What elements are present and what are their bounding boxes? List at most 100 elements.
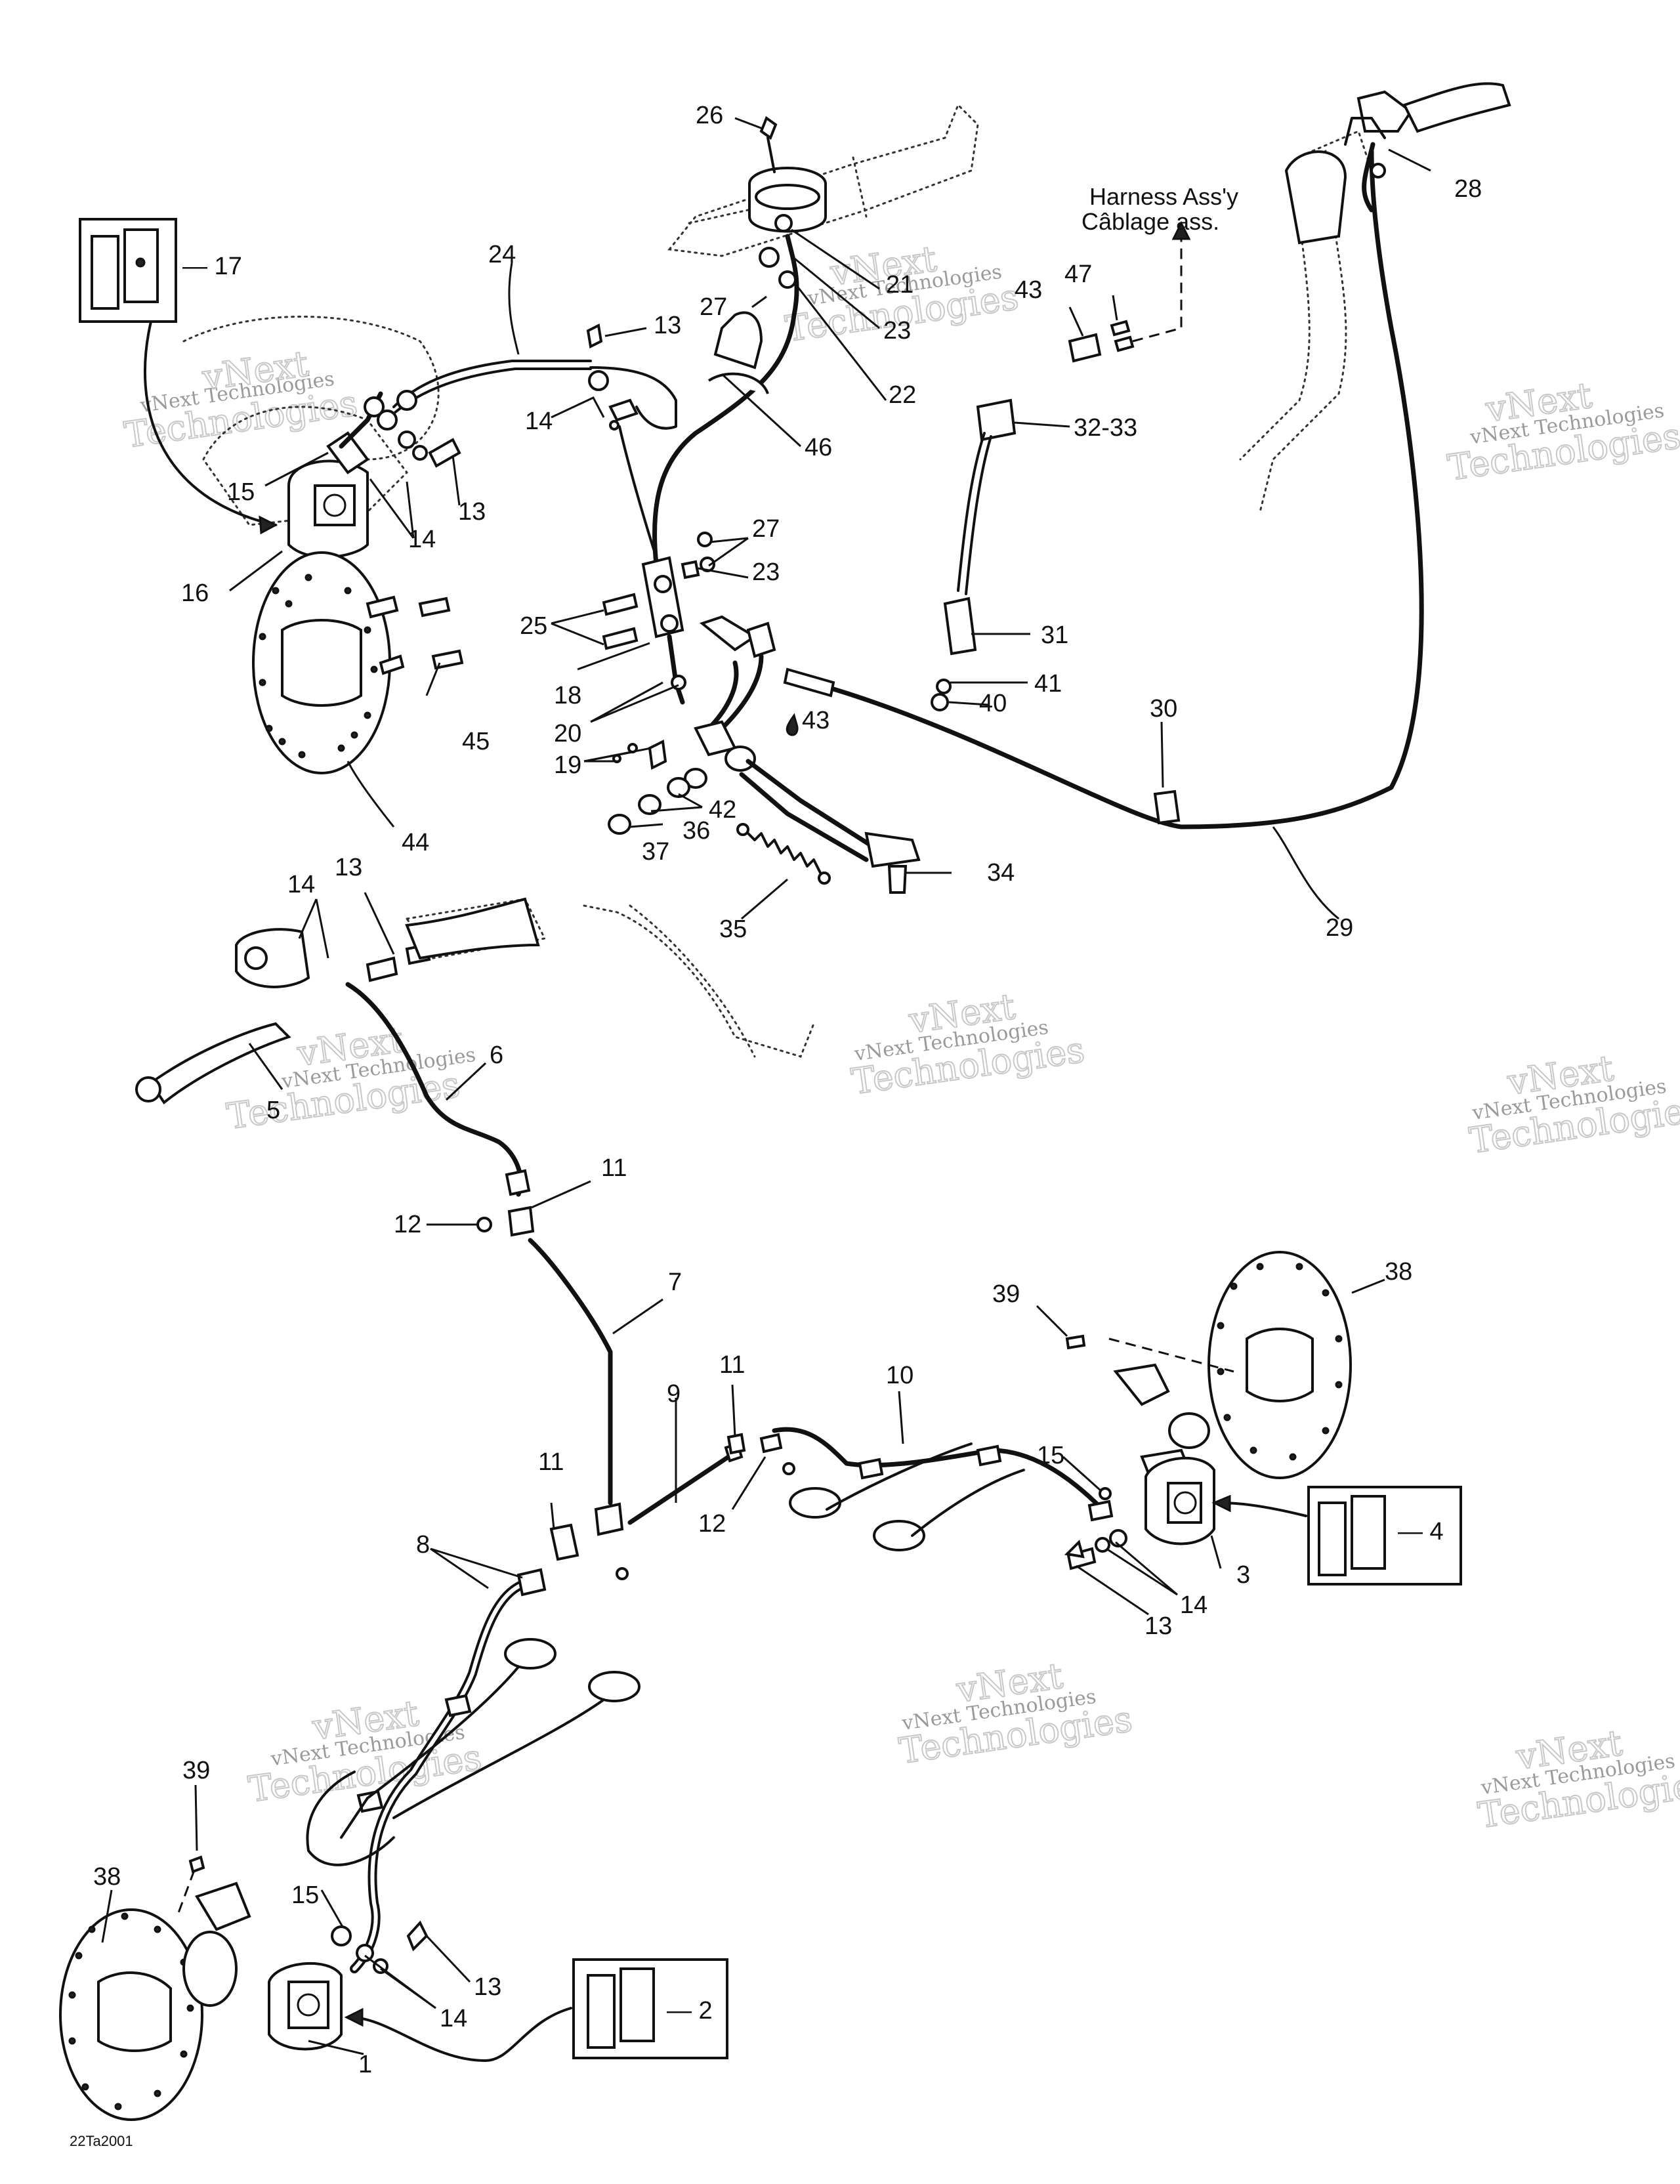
callout-2: — 2 bbox=[667, 1997, 713, 2025]
callout-40: 40 bbox=[979, 690, 1007, 717]
brake-pad-icon bbox=[1351, 1495, 1386, 1570]
washer-icon bbox=[398, 430, 416, 449]
master-cylinder-assembly bbox=[586, 116, 827, 705]
callout-6: 6 bbox=[490, 1041, 503, 1069]
callout-26: 26 bbox=[696, 102, 723, 129]
front-master-cylinder bbox=[235, 928, 310, 988]
brake-pad-icon bbox=[620, 1967, 655, 2042]
brake-disc-upper bbox=[252, 551, 464, 774]
callout-8: 8 bbox=[416, 1531, 430, 1559]
callout-4: — 4 bbox=[1398, 1518, 1444, 1545]
screw-icon bbox=[759, 116, 778, 140]
callout-13: 13 bbox=[1144, 1612, 1172, 1640]
callout-18: 18 bbox=[554, 682, 581, 709]
callout-7: 7 bbox=[668, 1269, 682, 1296]
junction-block bbox=[507, 1206, 535, 1237]
lever-icon bbox=[1402, 82, 1511, 133]
rear-caliper-assembly bbox=[79, 218, 592, 558]
callout-15: 15 bbox=[291, 1881, 319, 1909]
callout-14: 14 bbox=[408, 526, 436, 553]
callout-14: 14 bbox=[287, 871, 315, 898]
callout-39: 39 bbox=[992, 1280, 1020, 1308]
callout-25: 25 bbox=[520, 612, 547, 640]
bracket-46 bbox=[713, 311, 763, 369]
callout-34: 34 bbox=[987, 859, 1015, 887]
callout-12: 12 bbox=[394, 1211, 421, 1238]
brake-light-switch bbox=[931, 220, 1191, 711]
leader-arrow bbox=[143, 320, 277, 526]
watermark-group: vNext Technologies vNext Technologies vN… bbox=[121, 238, 1680, 1838]
bolt-icon bbox=[602, 627, 639, 650]
junction-block bbox=[594, 1502, 624, 1536]
callout-13: 13 bbox=[474, 1973, 501, 2001]
harness-label-en: Harness Ass'y bbox=[1089, 183, 1238, 210]
lever-icon bbox=[149, 1022, 291, 1104]
callout-24: 24 bbox=[488, 241, 516, 268]
callout-28: 28 bbox=[1454, 175, 1482, 203]
callout-22: 22 bbox=[889, 381, 916, 409]
callout-14: 14 bbox=[525, 408, 553, 435]
callout-42: 42 bbox=[709, 796, 736, 824]
callout-12: 12 bbox=[698, 1510, 726, 1538]
callout-47: 47 bbox=[1064, 261, 1092, 288]
switch-body bbox=[943, 597, 977, 656]
callout-30: 30 bbox=[1150, 695, 1177, 723]
lubricant-drop-icon bbox=[786, 713, 799, 736]
front-brake-lines bbox=[350, 1238, 1114, 1973]
callout-31: 31 bbox=[1041, 621, 1068, 649]
cable-clip-icon bbox=[1153, 789, 1181, 825]
callout-23: 23 bbox=[752, 558, 780, 586]
callout-36: 36 bbox=[682, 817, 710, 845]
banjo-bolt-icon bbox=[428, 438, 461, 468]
callout-20: 20 bbox=[554, 720, 581, 747]
callout-39: 39 bbox=[182, 1757, 210, 1784]
harness-label-fr: Câblage ass. bbox=[1082, 208, 1219, 235]
front-left-caliper-assembly bbox=[59, 1855, 728, 2121]
callout-17: — 17 bbox=[182, 253, 242, 280]
diagram-code: 22Ta2001 bbox=[70, 2133, 133, 2149]
callout-27: 27 bbox=[700, 293, 727, 321]
callout-45: 45 bbox=[462, 728, 490, 755]
callout-19: 19 bbox=[554, 751, 581, 779]
connector-icon bbox=[1068, 333, 1102, 363]
connector-icon bbox=[976, 398, 1017, 442]
callout-29: 29 bbox=[1326, 914, 1353, 942]
callout-27: 27 bbox=[752, 515, 780, 543]
callout-21: 21 bbox=[886, 271, 914, 299]
callout-38: 38 bbox=[1385, 1258, 1412, 1286]
callout-3: 3 bbox=[1236, 1561, 1250, 1589]
front-a-arm bbox=[306, 1442, 1025, 1866]
banjo-bolt-icon bbox=[586, 324, 603, 348]
callout-38: 38 bbox=[93, 1863, 121, 1891]
bolt-icon bbox=[377, 410, 398, 430]
callout-23: 23 bbox=[883, 317, 911, 345]
callout-43: 43 bbox=[1015, 276, 1042, 304]
callout-11: 11 bbox=[601, 1154, 627, 1182]
front-right-caliper-assembly bbox=[1064, 1251, 1462, 1586]
callout-14: 14 bbox=[1180, 1591, 1208, 1619]
callout-15: 15 bbox=[1037, 1442, 1064, 1469]
callout-1: 1 bbox=[358, 2051, 372, 2078]
spring-icon bbox=[747, 832, 822, 874]
callout-16: 16 bbox=[181, 579, 209, 607]
banjo-bolt-icon bbox=[366, 956, 398, 982]
callout-9: 9 bbox=[667, 1380, 681, 1408]
callout-41: 41 bbox=[1034, 670, 1062, 698]
brake-pad-icon bbox=[1318, 1502, 1347, 1576]
washer-icon bbox=[412, 445, 428, 461]
callout-44: 44 bbox=[402, 829, 429, 856]
callout-13: 13 bbox=[458, 498, 486, 526]
brake-cable-29 bbox=[783, 82, 1511, 830]
brake-pedal-assembly bbox=[608, 615, 921, 894]
callout-37: 37 bbox=[642, 838, 669, 866]
pedal-pad bbox=[864, 831, 921, 868]
callout-35: 35 bbox=[719, 915, 747, 943]
bolt-icon bbox=[602, 593, 639, 616]
callout-14: 14 bbox=[440, 2005, 467, 2032]
callout-13: 13 bbox=[654, 312, 681, 339]
callout-43: 43 bbox=[802, 707, 830, 734]
callout-11: 11 bbox=[719, 1351, 745, 1379]
callout-13: 13 bbox=[335, 854, 362, 881]
callout-15: 15 bbox=[227, 478, 255, 506]
